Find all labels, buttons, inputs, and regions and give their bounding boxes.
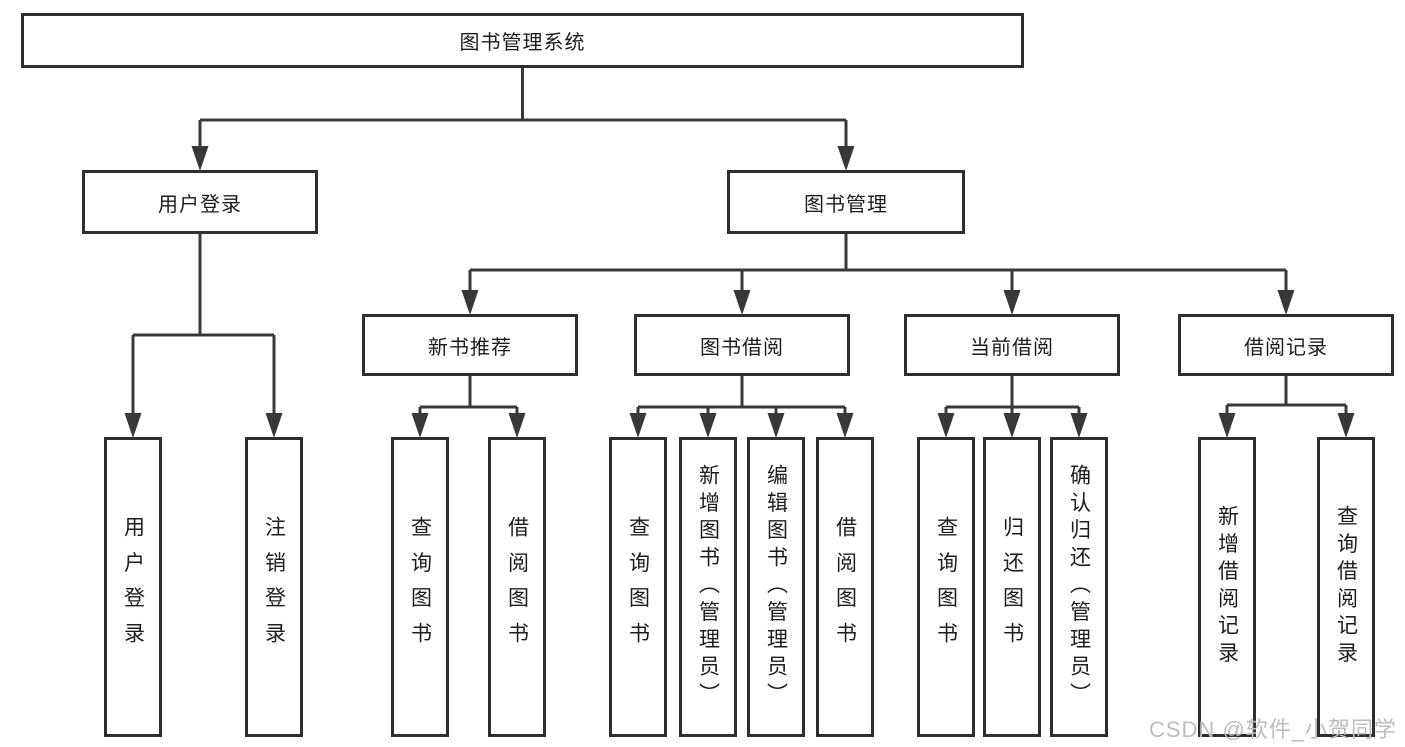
arrowhead-icon bbox=[937, 413, 955, 438]
node-borrow-records: 借阅记录 bbox=[1178, 314, 1394, 376]
arrowhead-icon bbox=[265, 413, 283, 438]
node-query-borrow-record: 查询借阅记录 bbox=[1317, 437, 1375, 737]
node-label: 归还图书 bbox=[1000, 516, 1024, 658]
node-login: 用户登录 bbox=[104, 437, 162, 737]
node-current-borrow: 当前借阅 bbox=[904, 314, 1120, 376]
node-book-mgmt: 图书管理 bbox=[727, 170, 965, 234]
arrowhead-icon bbox=[733, 290, 751, 315]
node-borrow-book-2: 借阅图书 bbox=[816, 437, 874, 737]
node-edit-book: 编辑图书（管理员） bbox=[747, 437, 805, 737]
node-label: 图书管理 bbox=[804, 193, 888, 216]
node-new-book-rec: 新书推荐 bbox=[362, 314, 578, 376]
node-root: 图书管理系统 bbox=[21, 13, 1024, 68]
node-label: 图书管理系统 bbox=[459, 32, 586, 54]
node-logout: 注销登录 bbox=[245, 437, 303, 737]
node-add-book: 新增图书（管理员） bbox=[679, 437, 737, 737]
arrowhead-icon bbox=[411, 413, 429, 438]
node-label: 查询图书 bbox=[626, 516, 650, 658]
node-return-book: 归还图书 bbox=[983, 437, 1041, 737]
arrowhead-icon bbox=[461, 290, 479, 315]
node-query-book-1: 查询图书 bbox=[391, 437, 449, 737]
arrowhead-icon bbox=[629, 413, 647, 438]
node-label: 当前借阅 bbox=[970, 336, 1054, 359]
node-label: 借阅图书 bbox=[505, 516, 529, 658]
node-borrow-book-1: 借阅图书 bbox=[488, 437, 546, 737]
arrowhead-icon bbox=[1070, 413, 1088, 438]
node-label: 查询图书 bbox=[934, 516, 958, 658]
node-label: 新书推荐 bbox=[428, 336, 512, 359]
arrowhead-icon bbox=[1003, 290, 1021, 315]
node-query-book-2: 查询图书 bbox=[609, 437, 667, 737]
node-label: 新增图书（管理员） bbox=[696, 464, 720, 710]
arrowhead-icon bbox=[836, 413, 854, 438]
node-book-borrow: 图书借阅 bbox=[634, 314, 850, 376]
arrowhead-icon bbox=[767, 413, 785, 438]
node-label: 用户登录 bbox=[121, 516, 145, 658]
arrowhead-icon bbox=[1277, 290, 1295, 315]
arrowhead-icon bbox=[191, 146, 209, 171]
node-label: 图书借阅 bbox=[700, 336, 784, 359]
node-label: 查询借阅记录 bbox=[1334, 505, 1358, 669]
node-label: 查询图书 bbox=[408, 516, 432, 658]
node-label: 新增借阅记录 bbox=[1215, 505, 1239, 669]
arrowhead-icon bbox=[124, 413, 142, 438]
node-query-book-3: 查询图书 bbox=[917, 437, 975, 737]
node-label: 借阅图书 bbox=[833, 516, 857, 658]
arrowhead-icon bbox=[837, 146, 855, 171]
arrowhead-icon bbox=[508, 413, 526, 438]
arrowhead-icon bbox=[699, 413, 717, 438]
node-label: 注销登录 bbox=[262, 516, 286, 658]
node-label: 借阅记录 bbox=[1244, 336, 1328, 359]
node-confirm-return: 确认归还（管理员） bbox=[1050, 437, 1108, 737]
node-label: 确认归还（管理员） bbox=[1067, 464, 1091, 710]
node-label: 编辑图书（管理员） bbox=[764, 464, 788, 710]
arrowhead-icon bbox=[1337, 413, 1355, 438]
node-add-borrow-record: 新增借阅记录 bbox=[1198, 437, 1256, 737]
node-label: 用户登录 bbox=[158, 193, 242, 216]
node-user-login: 用户登录 bbox=[82, 170, 318, 234]
arrowhead-icon bbox=[1003, 413, 1021, 438]
arrowhead-icon bbox=[1218, 413, 1236, 438]
